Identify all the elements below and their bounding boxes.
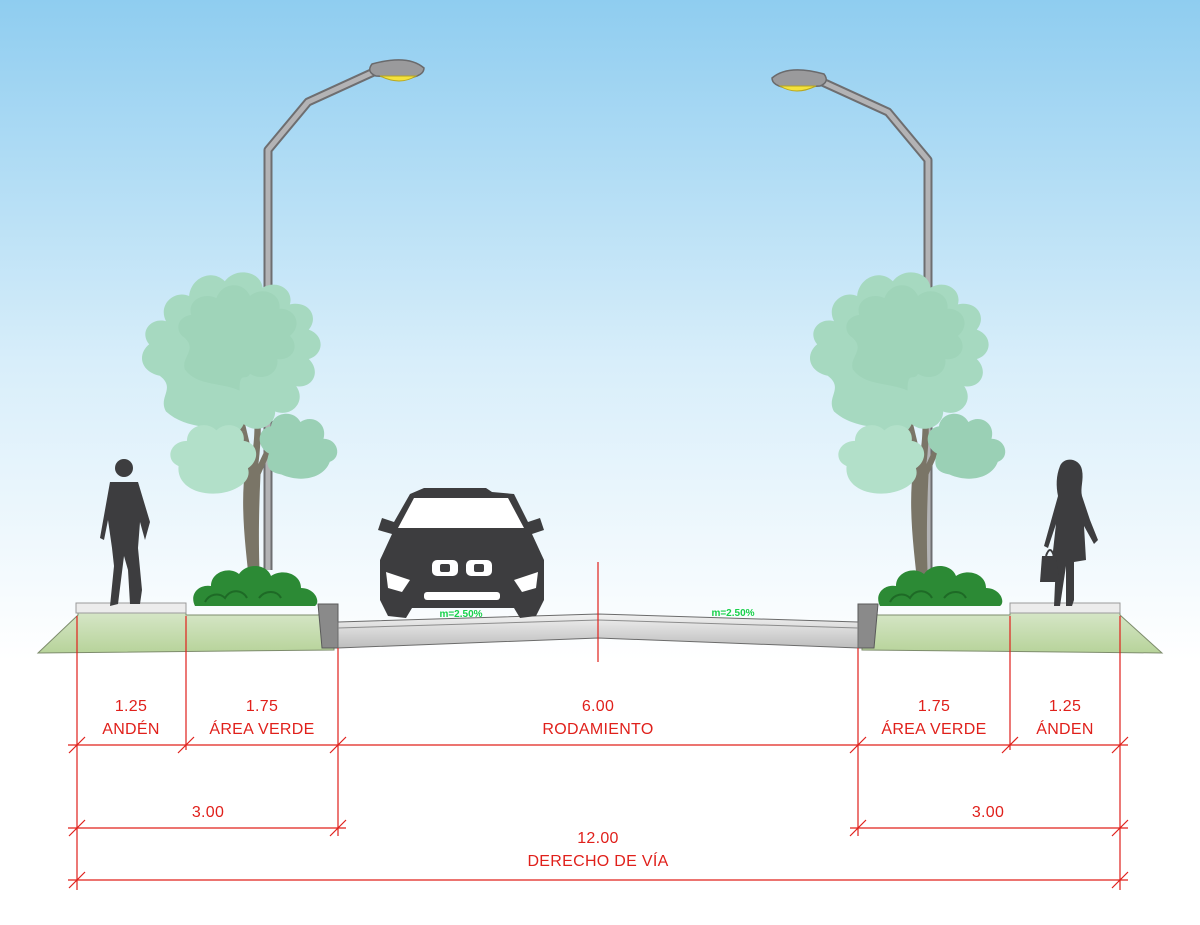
- dimension-lines: [68, 616, 1129, 890]
- segment-label-anden-left: ANDÉN: [102, 719, 160, 738]
- subtotal-right: 3.00: [972, 804, 1004, 821]
- subtotal-left: 3.00: [192, 804, 224, 821]
- segment-value-rodamiento: 6.00: [582, 698, 614, 715]
- right-sidewalk: [1009, 602, 1121, 614]
- segment-label-area-verde-right: ÁREA VERDE: [881, 719, 986, 738]
- pedestrian-man-icon: [100, 459, 150, 606]
- segment-value-area-verde-left: 1.75: [246, 698, 278, 715]
- left-curb: [317, 603, 339, 649]
- total-value: 12.00: [577, 830, 619, 847]
- right-verge: [857, 602, 1164, 654]
- car-front-icon: [378, 488, 544, 618]
- slope-label-right: m=2.50%: [711, 608, 754, 619]
- segment-label-rodamiento: RODAMIENTO: [542, 721, 653, 738]
- segment-value-anden-right: 1.25: [1049, 698, 1081, 715]
- segment-label-anden-right: ÁNDEN: [1036, 719, 1094, 738]
- segment-label-area-verde-left: ÁREA VERDE: [209, 719, 314, 738]
- pedestrian-woman-icon: [1040, 459, 1098, 606]
- left-sidewalk: [75, 602, 187, 614]
- segment-value-anden-left: 1.25: [115, 698, 147, 715]
- right-curb: [857, 603, 879, 649]
- total-label: DERECHO DE VÍA: [527, 851, 668, 870]
- slope-label-left: m=2.50%: [439, 609, 482, 620]
- segment-value-area-verde-right: 1.75: [918, 698, 950, 715]
